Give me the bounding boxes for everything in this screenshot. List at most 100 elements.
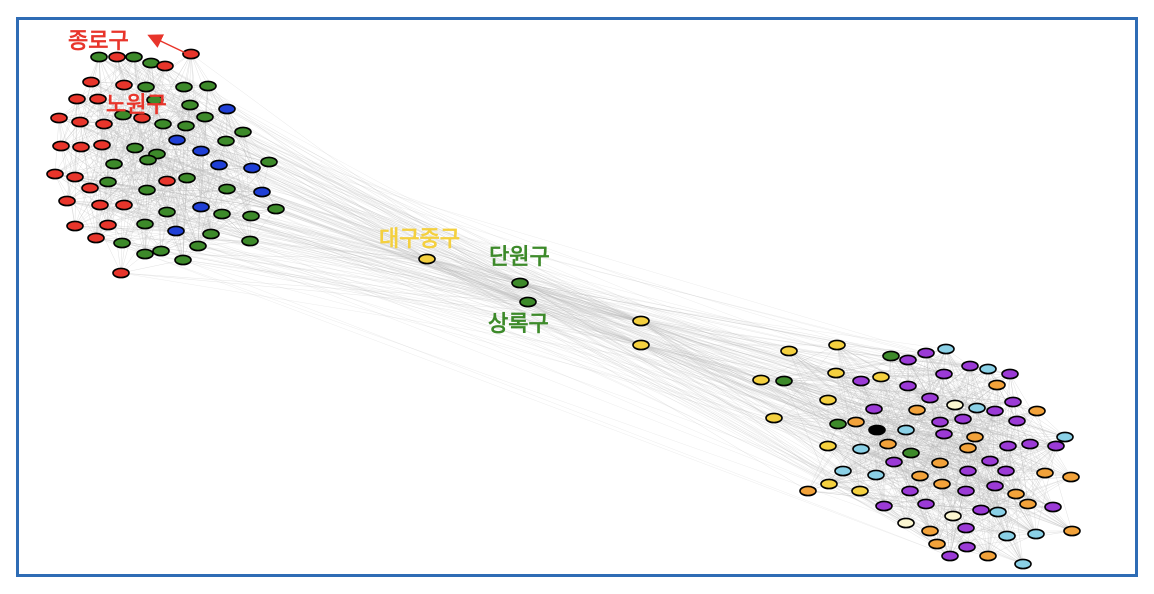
- graph-node-orange: [931, 457, 949, 469]
- graph-edge: [166, 180, 1007, 472]
- graph-edge: [103, 56, 118, 125]
- graph-edge: [226, 188, 277, 210]
- graph-edge: [122, 114, 146, 255]
- graph-edge: [54, 163, 115, 175]
- graph-edge: [275, 208, 642, 346]
- graph-node-skyblue: [1014, 558, 1032, 570]
- graph-edge: [66, 114, 124, 202]
- graph-edge: [873, 348, 947, 410]
- graph-edge: [925, 352, 978, 409]
- graph-edge: [936, 535, 1008, 545]
- graph-node-purple: [917, 347, 935, 359]
- graph-edge: [210, 191, 263, 235]
- graph-edge: [89, 187, 642, 322]
- graph-edge: [905, 420, 1018, 431]
- graph-edge: [226, 188, 941, 464]
- graph-edge: [859, 376, 882, 492]
- graph-node-green: [99, 176, 117, 188]
- graph-edge: [426, 258, 964, 420]
- graph-edge: [221, 213, 941, 464]
- graph-edge: [226, 108, 263, 193]
- graph-edge: [527, 301, 885, 507]
- graph-edge: [976, 368, 989, 409]
- graph-edge: [828, 483, 938, 545]
- graph-edge: [640, 320, 969, 449]
- graph-edge: [855, 401, 1014, 423]
- graph-edge: [116, 56, 147, 88]
- graph-node-red: [108, 51, 126, 63]
- graph-edge: [835, 372, 945, 375]
- graph-edge: [936, 506, 1054, 545]
- graph-edge: [519, 282, 969, 449]
- graph-edge: [1016, 420, 1072, 478]
- graph-edge: [640, 320, 921, 477]
- graph-edge: [837, 423, 861, 492]
- graph-node-red: [66, 220, 84, 232]
- graph-edge: [1027, 476, 1072, 505]
- graph-edge: [967, 470, 1073, 532]
- graph-edge: [144, 223, 642, 322]
- graph-edge: [925, 503, 1037, 535]
- graph-edge: [221, 213, 642, 346]
- graph-edge: [175, 177, 188, 232]
- graph-node-red: [182, 48, 200, 60]
- graph-edge: [909, 485, 996, 492]
- graph-node-green: [242, 210, 260, 222]
- graph-edge: [79, 121, 146, 225]
- graph-node-green: [158, 206, 176, 218]
- graph-edge: [426, 258, 921, 477]
- graph-edge: [828, 443, 889, 485]
- graph-edge: [527, 301, 927, 505]
- graph-edge: [827, 429, 907, 447]
- graph-node-green: [218, 183, 236, 195]
- graph-edge: [249, 240, 989, 557]
- graph-node-purple: [957, 522, 975, 534]
- graph-edge: [925, 503, 1024, 565]
- graph-edge: [835, 372, 909, 387]
- graph-edge: [760, 344, 838, 381]
- graph-edge: [967, 470, 1054, 508]
- graph-node-red: [68, 93, 86, 105]
- graph-node-green: [196, 111, 214, 123]
- graph-edge: [916, 409, 941, 464]
- graph-edge: [807, 490, 1054, 508]
- graph-edge: [60, 145, 76, 227]
- graph-edge: [95, 237, 941, 464]
- graph-node-yellow: [827, 367, 845, 379]
- graph-edge: [519, 282, 889, 445]
- graph-edge: [941, 436, 1066, 485]
- graph-edge: [835, 372, 862, 450]
- graph-edge: [835, 372, 927, 505]
- graph-edge: [74, 139, 178, 178]
- graph-edge: [249, 240, 428, 260]
- graph-edge: [166, 211, 1007, 472]
- graph-edge: [74, 104, 191, 178]
- graph-node-green: [137, 81, 155, 93]
- graph-edge: [880, 376, 911, 492]
- graph-edge: [909, 433, 945, 492]
- graph-edge: [207, 85, 428, 260]
- graph-edge: [166, 211, 642, 322]
- graph-edge: [760, 379, 911, 492]
- graph-edge: [122, 114, 971, 367]
- graph-edge: [123, 204, 529, 303]
- graph-edge: [250, 215, 529, 303]
- graph-edge: [175, 230, 829, 447]
- graph-edge: [120, 272, 642, 322]
- graph-node-green: [139, 154, 157, 166]
- graph-edge: [773, 380, 862, 419]
- graph-edge: [103, 123, 529, 303]
- graph-node-orange: [933, 478, 951, 490]
- graph-edge: [807, 376, 882, 492]
- graph-node-purple: [1001, 368, 1019, 380]
- graph-node-yellow: [819, 440, 837, 452]
- graph-node-blue: [218, 103, 236, 115]
- graph-edge: [141, 117, 1024, 565]
- jongno-pointer-arrow: [147, 34, 191, 56]
- graph-edge: [107, 181, 1046, 474]
- graph-edge: [123, 84, 945, 435]
- graph-node-purple: [901, 485, 919, 497]
- graph-node-purple: [875, 500, 893, 512]
- graph-edge: [147, 159, 220, 166]
- graph-edge: [1029, 443, 1072, 478]
